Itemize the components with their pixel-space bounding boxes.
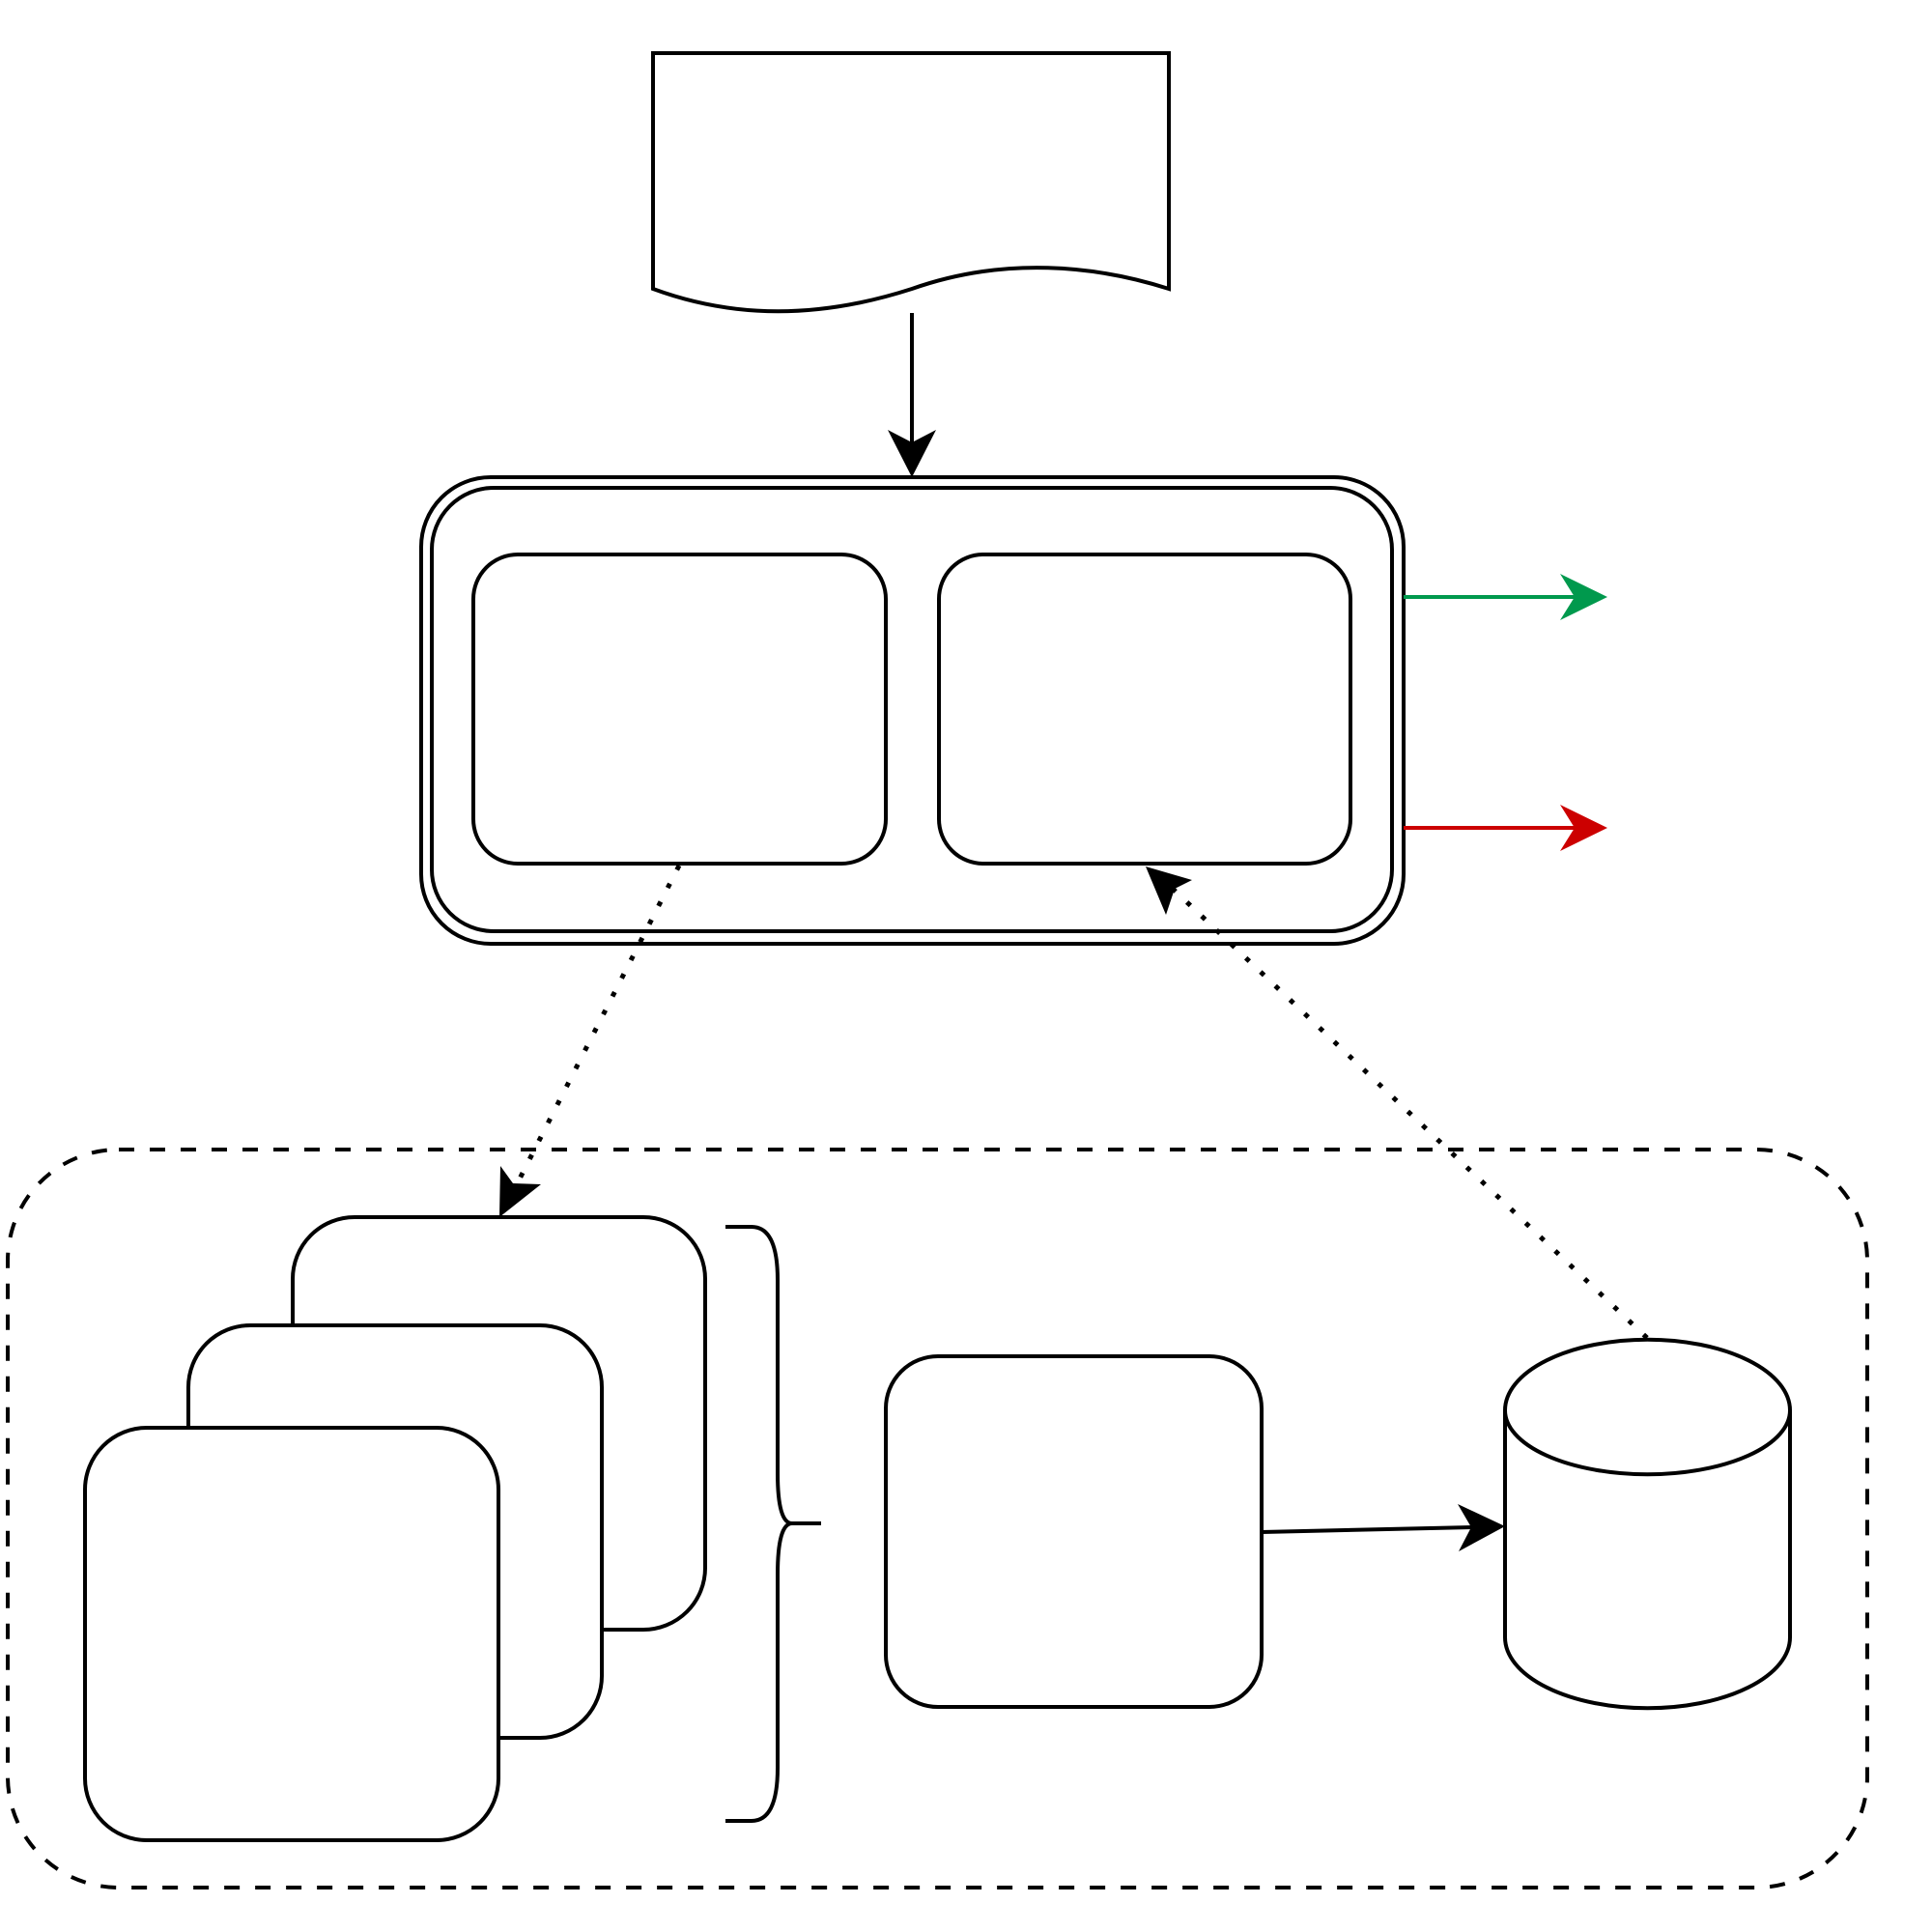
arrowhead-icon (888, 430, 936, 477)
grouping-brace (725, 1225, 821, 1823)
datastore[interactable] (1503, 1337, 1792, 1711)
input-document[interactable] (651, 51, 1171, 314)
card-front[interactable] (83, 1426, 500, 1842)
processor-right[interactable] (937, 553, 1352, 866)
arrowhead-icon (1560, 805, 1607, 851)
edge-left-to-cards[interactable] (499, 864, 682, 1217)
arrowhead-icon (499, 1166, 541, 1217)
edge-aggregator-to-datastore[interactable] (1261, 1504, 1505, 1551)
aggregator[interactable] (884, 1354, 1264, 1709)
arrowhead-icon (1560, 574, 1607, 620)
edge-document-to-container[interactable] (888, 313, 936, 477)
stacked-cards[interactable] (83, 1215, 707, 1842)
worker-group-container[interactable] (6, 1148, 1869, 1889)
processor-left[interactable] (471, 553, 888, 866)
edge-success-output[interactable] (1404, 574, 1607, 620)
arrowhead-icon (1146, 867, 1192, 915)
arrowhead-icon (1458, 1504, 1505, 1551)
edge-failure-output[interactable] (1404, 805, 1607, 851)
edge-datastore-to-right[interactable] (1146, 867, 1649, 1340)
